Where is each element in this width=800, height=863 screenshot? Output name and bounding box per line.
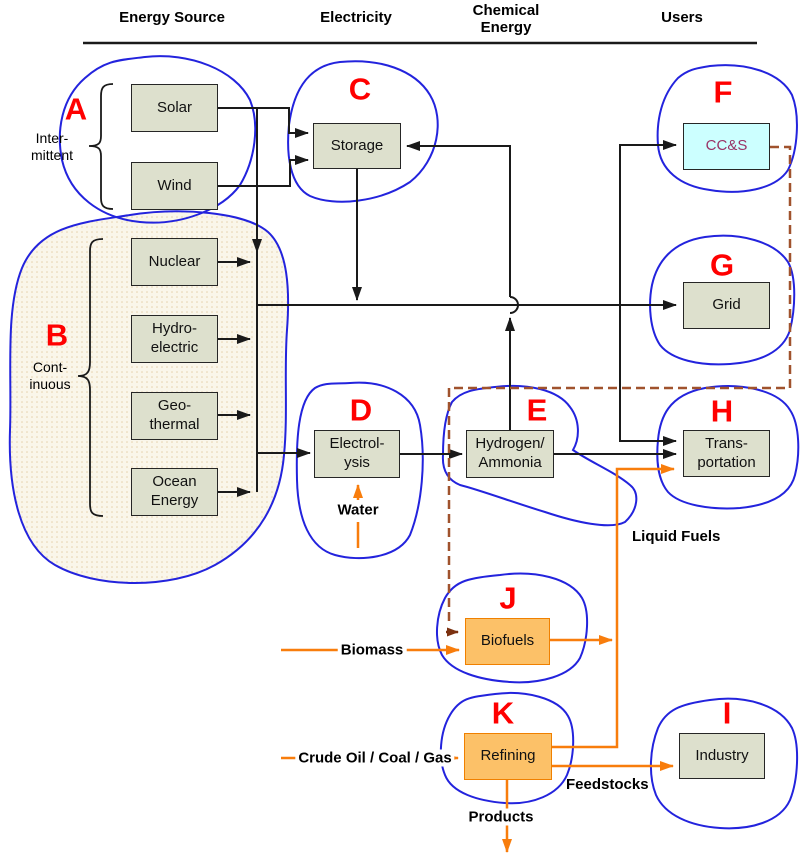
region-letter-j: J [499,580,517,616]
crude-oil-coal-gas-label: Crude Oil / Coal / Gas [295,749,455,767]
node-ccs: CC&S [683,123,770,170]
region-letter-k: K [491,695,515,731]
region-letter-b: B [45,317,69,353]
continuous-label: Cont-inuous [29,359,71,392]
node-nuclear: Nuclear [131,238,218,286]
biomass-label: Biomass [337,641,407,659]
region-letter-i: I [722,695,732,731]
region-letter-a: A [64,91,88,127]
region-letter-g: G [709,247,735,283]
products-label: Products [465,808,537,826]
region-k-blob [439,692,575,805]
column-header-electricity: Electricity [320,9,392,26]
node-refining: Refining [464,733,552,780]
hydrogen-to-storage-line [406,141,511,297]
region-h-blob [656,385,800,510]
bus-to-transportation-line [619,305,677,446]
water-label: Water [334,501,382,519]
region-d-blob [295,381,424,560]
ccs-dashed-line [447,145,792,626]
node-storage: Storage [313,123,401,169]
region-i-blob [649,697,799,830]
intermittent-label: Inter-mittent [30,130,74,163]
continuous-brace [77,238,104,517]
liquid-fuels-line [552,464,675,749]
hydrogen-line-hop [509,296,519,314]
node-geothermal: Geo-thermal [131,392,218,440]
region-a-blob [58,55,257,224]
region-letter-e: E [526,392,548,428]
region-f-blob [656,64,798,193]
node-hydroelectric: Hydro-electric [131,315,218,363]
node-industry: Industry [679,733,765,779]
region-j-blob [436,572,588,684]
region-letter-h: H [710,393,734,429]
bus-to-ccs-line [619,140,677,305]
wind-to-storage-line [218,155,309,187]
node-transportation: Trans-portation [683,430,770,477]
region-letter-c: C [348,71,372,107]
node-biofuels: Biofuels [465,618,550,665]
region-g-blob [649,234,796,366]
region-letter-f: F [713,74,733,110]
liquid-fuels-label: Liquid Fuels [632,528,721,545]
region-e-blob [441,384,638,527]
intermittent-brace [88,83,114,210]
node-wind: Wind [131,162,218,210]
feedstocks-label: Feedstocks [566,776,649,793]
node-grid: Grid [683,282,770,329]
column-header-energy-source: Energy Source [119,9,225,26]
node-electrolysis: Electrol-ysis [314,430,400,478]
solar-to-storage-line [218,107,309,138]
region-letter-d: D [349,392,373,428]
column-header-users: Users [661,9,703,26]
node-solar: Solar [131,84,218,132]
node-hydrogen-ammonia: Hydrogen/Ammonia [466,430,554,478]
